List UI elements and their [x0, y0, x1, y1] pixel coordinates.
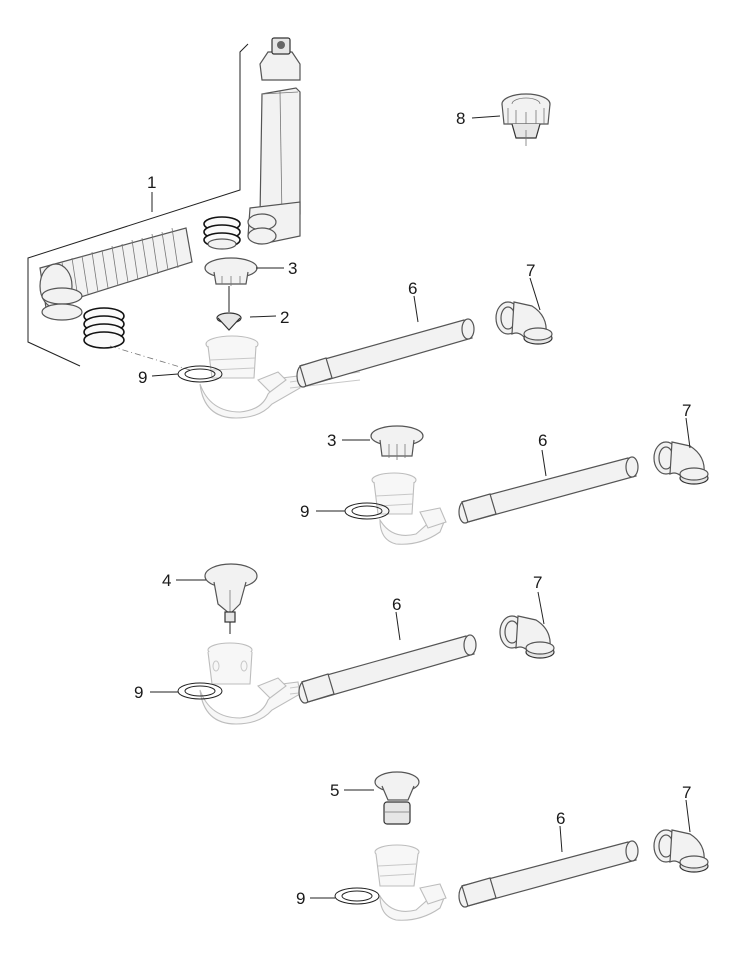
seal-ring-9-d	[334, 887, 380, 905]
leader-lines	[150, 115, 691, 899]
elbow-7-d	[653, 829, 709, 873]
callout-6-d: 6	[556, 809, 565, 828]
callout-2: 2	[280, 308, 289, 327]
drain-body-ghost-3	[199, 642, 361, 725]
drain-pipe-6-d	[458, 840, 639, 908]
part-1-bracket	[27, 43, 249, 367]
callout-9-b: 9	[300, 502, 309, 521]
callout-7: 7	[526, 261, 535, 280]
callout-6: 6	[408, 279, 417, 298]
seal-ring-9-c	[177, 682, 223, 700]
bellows-connector-upper	[203, 216, 241, 250]
callout-7-b: 7	[682, 401, 691, 420]
elbow-7-a	[495, 301, 553, 345]
drain-pipe-6-a	[296, 318, 475, 388]
callout-6-c: 6	[392, 595, 401, 614]
callout-6-b: 6	[538, 431, 547, 450]
plunger-2	[216, 286, 242, 331]
strainer-8	[501, 93, 551, 146]
assembly-group-2	[344, 425, 709, 545]
callout-7-c: 7	[533, 573, 542, 592]
drain-plug-4	[204, 563, 258, 634]
drain-cap-3-b	[370, 425, 424, 460]
drain-pipe-6-b	[458, 456, 639, 524]
callout-9-d: 9	[296, 889, 305, 908]
callout-9: 9	[138, 368, 147, 387]
callout-9-c: 9	[134, 683, 143, 702]
assembly-group-3	[177, 563, 555, 725]
callout-4: 4	[162, 571, 171, 590]
vertical-duct	[247, 37, 301, 245]
callout-3: 3	[288, 259, 297, 278]
drain-body-ghost-2	[371, 472, 447, 545]
drain-body-ghost-4	[374, 844, 447, 921]
elbow-7-c	[499, 615, 555, 659]
callout-1: 1	[147, 173, 156, 192]
callout-labels: 1 2 3 6 7 8 9 3 9 6 7 4 9 6 7 5 9 6 7	[134, 109, 691, 908]
assembly-group-4	[334, 771, 709, 921]
corrugated-hose	[39, 227, 193, 321]
callout-7-d: 7	[682, 783, 691, 802]
callout-5: 5	[330, 781, 339, 800]
assembly-group-1	[27, 37, 553, 419]
drain-pipe-6-c	[298, 634, 477, 704]
drain-plug-5	[374, 771, 420, 825]
callout-8: 8	[456, 109, 465, 128]
elbow-7-b	[653, 441, 709, 485]
bellows-connector-lower	[83, 307, 191, 371]
callout-3-b: 3	[327, 431, 336, 450]
drain-cap-3	[204, 257, 258, 286]
